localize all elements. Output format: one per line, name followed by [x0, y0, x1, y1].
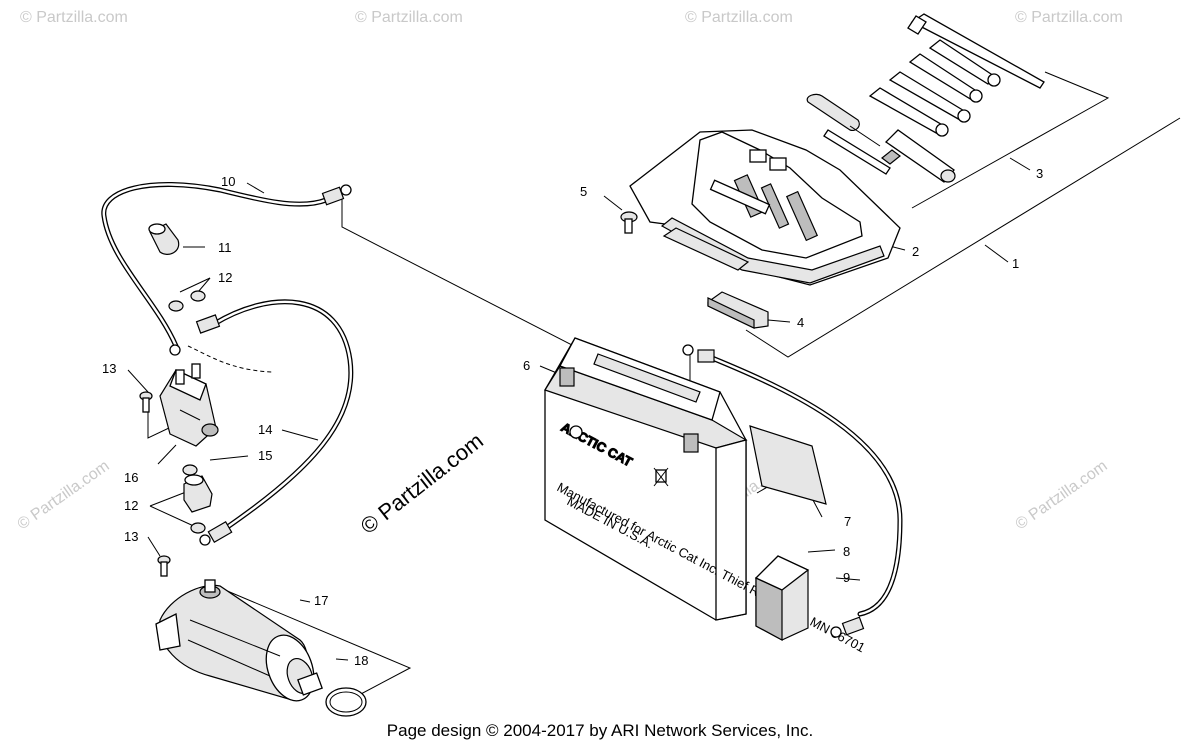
callout-3: 3 [1036, 166, 1043, 181]
battery-label-sheet [749, 425, 827, 505]
callout-4: 4 [797, 315, 804, 330]
watermark-center: © Partzilla.com [356, 428, 488, 539]
starter-motor [155, 579, 323, 702]
o-ring [325, 687, 367, 717]
callout-18: 18 [354, 653, 368, 668]
terminal-boot-11 [148, 223, 180, 255]
screws-13 [139, 391, 171, 577]
callout-12-lower: 12 [124, 498, 138, 513]
callout-6: 6 [523, 358, 530, 373]
positive-cable [101, 182, 352, 356]
callout-17: 17 [314, 593, 328, 608]
recycle-icon [569, 425, 583, 439]
callout-16: 16 [124, 470, 138, 485]
callout-14: 14 [258, 422, 272, 437]
page-footer: Page design © 2004-2017 by ARI Network S… [386, 721, 814, 740]
callout-7: 7 [844, 514, 851, 529]
tool-kit [806, 13, 1045, 183]
callout-13-top: 13 [102, 361, 116, 376]
watermark-top-2: © Partzilla.com [685, 9, 793, 26]
foam-block [754, 555, 810, 642]
terminal-boot-15 [183, 474, 213, 513]
watermark-top-right: © Partzilla.com [1015, 9, 1123, 26]
callout-12-top: 12 [218, 270, 232, 285]
watermark-right: © Partzilla.com [1013, 458, 1111, 534]
tool-tray [629, 129, 901, 286]
nuts-12 [168, 290, 206, 534]
callout-10: 10 [221, 174, 235, 189]
starter-solenoid [159, 363, 219, 447]
watermark-top-left: © Partzilla.com [20, 9, 128, 26]
negative-cable [682, 344, 903, 638]
callout-labels: 1 2 3 4 5 6 7 8 9 10 11 12 12 13 13 14 1… [102, 166, 1043, 668]
watermark-top-1: © Partzilla.com [355, 9, 463, 26]
callout-13-lower: 13 [124, 529, 138, 544]
screw-5 [620, 211, 638, 234]
starter-cable [195, 299, 354, 546]
battery-terminal-positive [559, 367, 575, 387]
watermark-left: © Partzilla.com [15, 458, 113, 534]
battery-terminal-negative [683, 433, 699, 453]
foam-pad [707, 291, 769, 329]
callout-5: 5 [580, 184, 587, 199]
disposal-bin-icon [655, 469, 667, 483]
callout-8: 8 [843, 544, 850, 559]
callout-9: 9 [843, 570, 850, 585]
callout-2: 2 [912, 244, 919, 259]
callout-1: 1 [1012, 256, 1019, 271]
callout-11: 11 [218, 240, 232, 255]
callout-15: 15 [258, 448, 272, 463]
